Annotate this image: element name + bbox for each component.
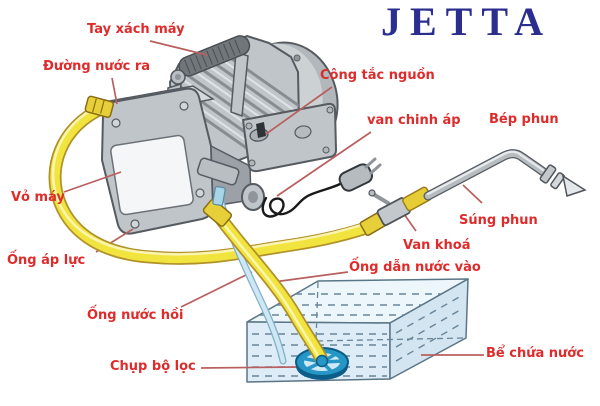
spray-nozzle	[539, 164, 587, 197]
handle-grip	[178, 35, 251, 77]
label-carry-handle: Tay xách máy	[87, 22, 185, 37]
jetta-logo: JETTA	[381, 0, 552, 44]
pressure-hose	[48, 102, 379, 265]
inlet-hose	[209, 205, 328, 365]
label-pressure-valve: van chinh áp	[367, 113, 461, 128]
label-power-switch: Công tắc nguồn	[320, 68, 435, 83]
label-filter-cap: Chụp bộ lọc	[110, 359, 196, 374]
return-hose-connector	[212, 185, 226, 207]
label-lock-valve: Van khoá	[403, 238, 471, 253]
label-return-hose: Ống nước hồi	[87, 308, 184, 323]
water-outlet-fitting	[84, 95, 114, 118]
inlet-fitting	[202, 198, 233, 227]
filter-hub	[315, 354, 329, 368]
spray-gun	[423, 149, 587, 201]
label-water-outlet: Đường nước ra	[43, 59, 151, 74]
power-cord	[261, 157, 382, 218]
power-switch-toggle	[249, 122, 269, 142]
label-water-tank: Bể chứa nước	[486, 346, 584, 361]
label-nozzle: Bép phun	[489, 112, 559, 127]
label-pressure-hose: Ống áp lực	[7, 253, 86, 268]
lock-valve	[359, 186, 432, 237]
label-spray-gun: Súng phun	[459, 213, 538, 228]
switch-box	[242, 102, 337, 173]
pump-head-casing	[101, 85, 215, 235]
pressure-regulator-valve	[196, 157, 265, 211]
power-plug	[338, 157, 382, 192]
label-casing: Vỏ máy	[11, 190, 65, 205]
machine	[101, 35, 339, 235]
label-inlet-hose: Ống dẫn nước vào	[349, 260, 481, 275]
